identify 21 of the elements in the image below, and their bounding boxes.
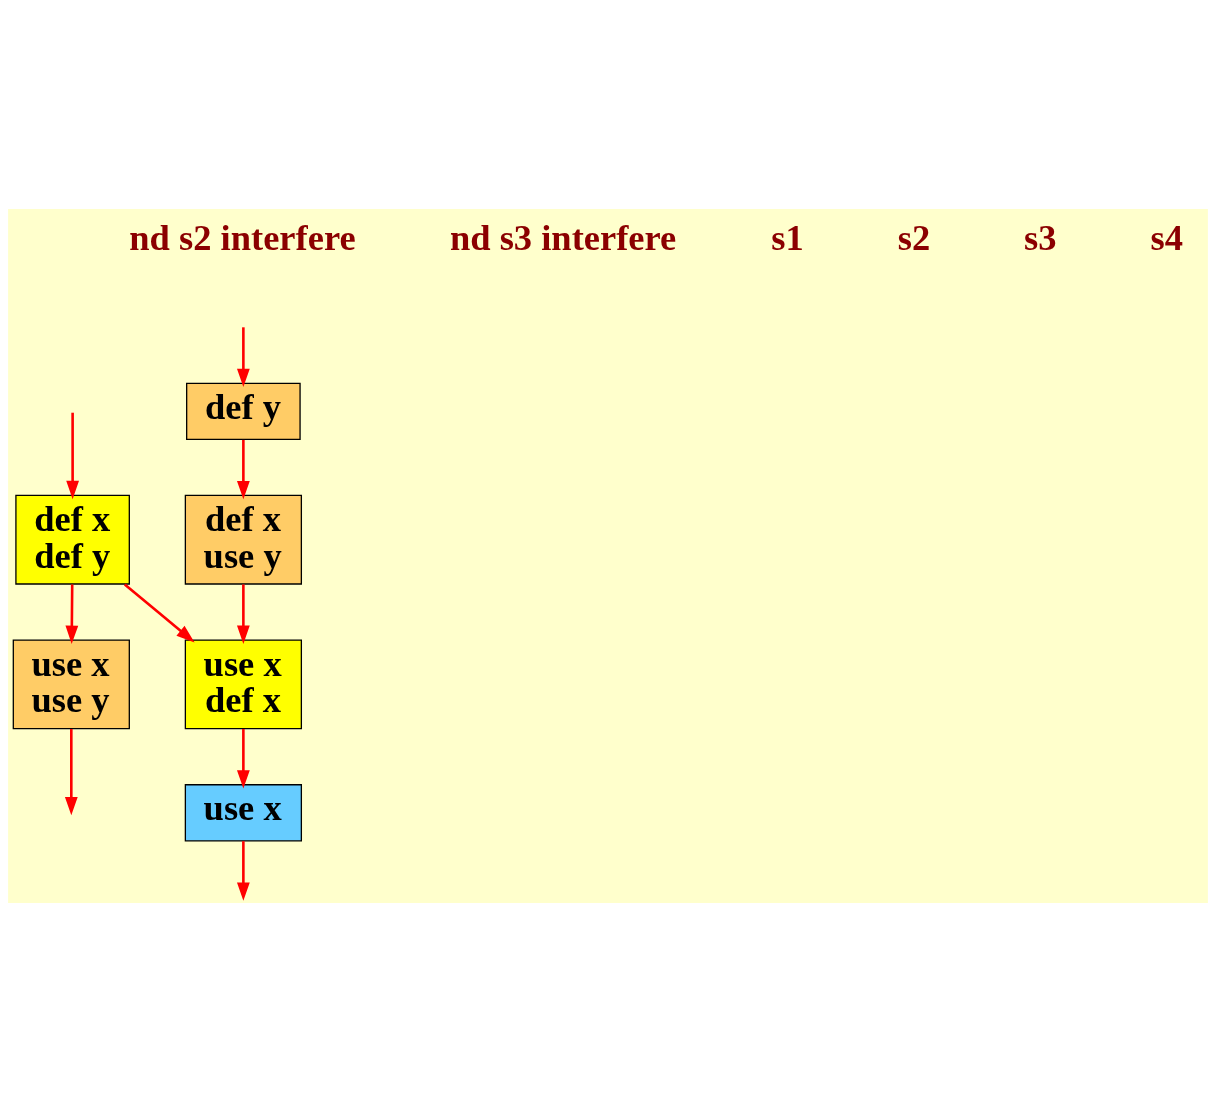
arrow <box>64 728 78 815</box>
arrow <box>236 326 250 387</box>
label: s2 <box>897 216 931 258</box>
arrow <box>236 439 250 499</box>
arrow <box>123 582 195 642</box>
arrow <box>236 728 250 789</box>
arrow <box>66 412 80 499</box>
node-box: use x use y <box>12 638 130 729</box>
label: s3 <box>1024 216 1057 258</box>
node-box: use x def x <box>184 638 302 729</box>
arrow <box>236 840 250 901</box>
label: s4 <box>1150 216 1184 258</box>
label: nd s2 interfere <box>129 216 356 258</box>
arrow <box>236 583 250 644</box>
node-box: use x <box>184 783 302 841</box>
node-box: def x use y <box>184 494 302 585</box>
label: s1 <box>771 216 804 258</box>
label: nd s3 interfere <box>449 216 677 258</box>
arrow <box>65 583 79 644</box>
node-box: def x def y <box>15 494 130 585</box>
node-box: def y <box>186 382 301 440</box>
